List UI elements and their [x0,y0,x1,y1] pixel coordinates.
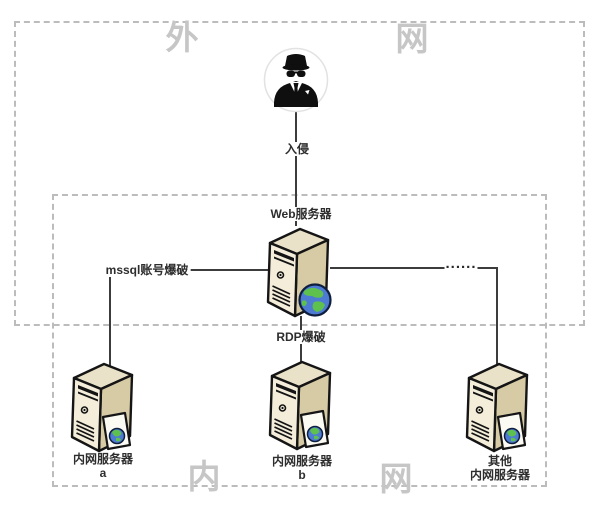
web-server-icon [266,227,332,318]
intrusion-line [295,110,297,226]
spy-tie [293,83,299,100]
external-zone-label-right: 网 [395,20,429,57]
spy-icon [263,47,329,113]
rdp-brute-edge-label: RDP爆破 [274,330,328,344]
other-edge-horizontal-line-1 [330,267,445,269]
external-network-zone [14,21,585,326]
spy-sunglasses [286,70,295,77]
globe-icon [298,283,332,317]
spy-hat [285,54,307,66]
internal-zone-label-left: 内 [187,458,221,495]
mssql-edge-horizontal-line [112,269,270,271]
web-page-icon [299,409,330,449]
web-page-icon [101,411,132,451]
web-page-icon [496,411,527,451]
other-edge-horizontal-line-2 [477,267,498,269]
external-zone-label-left: 外 [165,19,199,56]
server-a-label: 内网服务器 a [73,452,133,480]
other-edge-vertical-line [496,268,498,368]
internal-network-zone [52,194,547,487]
internal-server-other-icon [465,362,529,453]
internal-server-b-icon [268,360,332,451]
internal-server-a-icon [70,362,134,453]
server-a-label-line1: 内网服务器 [72,452,134,466]
web-server-label: Web服务器 [268,207,334,221]
intrusion-edge-label: 入侵 [282,142,312,156]
internal-zone-label-right: 网 [379,460,413,497]
server-b-label: 内网服务器 b [272,454,332,482]
server-other-label-line1: 其他 [487,454,513,468]
mssql-brute-edge-label: mssql账号爆破 [103,263,191,277]
mssql-edge-vertical-line [109,270,111,372]
server-b-label-line1: 内网服务器 [271,454,333,468]
continuation-dots: ...... [444,255,478,272]
server-other-label: 其他 内网服务器 [470,454,530,482]
server-b-label-line2: b [298,468,306,482]
server-a-label-line2: a [99,466,107,480]
server-other-label-line2: 内网服务器 [469,468,531,482]
